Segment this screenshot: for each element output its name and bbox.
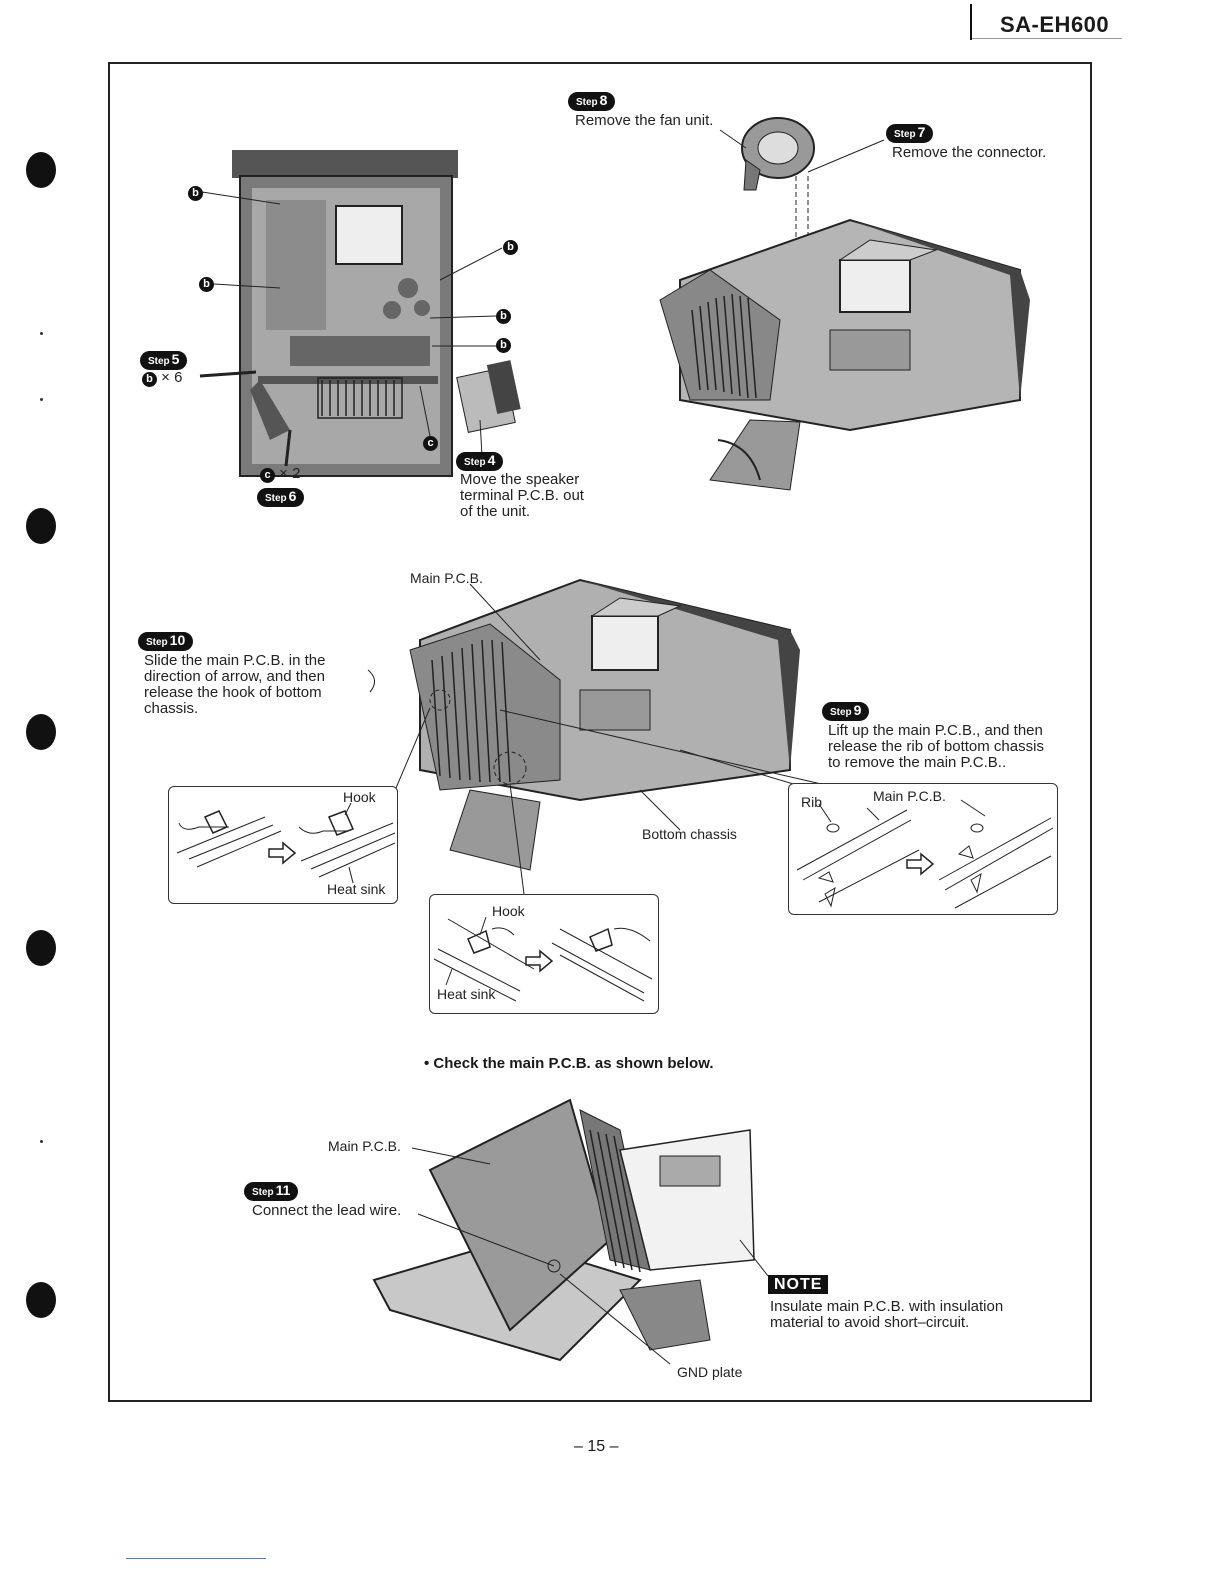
step9-text: Lift up the main P.C.B., and then releas… [828, 723, 1044, 771]
inset-right-mainpcb-label: Main P.C.B. [873, 788, 946, 804]
bottom-rule [126, 1558, 266, 1559]
inset-right-rib-label: Rib [801, 794, 823, 810]
check-instruction: • Check the main P.C.B. as shown below. [424, 1055, 714, 1072]
step5-qty: b × 6 [142, 370, 182, 387]
margin-dot [40, 332, 43, 335]
screw-b-badge: b [199, 277, 214, 292]
step4-text: Move the speaker terminal P.C.B. out of … [460, 472, 584, 520]
inset-rib-mainpcb-right: Rib Main P.C.B. [788, 783, 1058, 915]
inset-center-heatsink-label: Heat sink [437, 986, 496, 1002]
page-number: – 15 – [574, 1438, 619, 1455]
screw-b-badge: b [496, 309, 511, 324]
screw-b-badge: b [142, 372, 157, 387]
unit-middle-illustration [367, 578, 831, 895]
binder-hole [26, 714, 56, 750]
model-number: SA-EH600 [1000, 12, 1110, 37]
binder-hole [26, 152, 56, 188]
chassis-pcb-illustration [372, 1098, 769, 1365]
step10-line: direction of arrow, and then [144, 668, 325, 685]
step6-qty-text: × 2 [279, 465, 301, 482]
step9-line: to remove the main P.C.B.. [828, 754, 1007, 771]
screw-b-badge: b [496, 338, 511, 353]
note-tag: NOTE [768, 1275, 829, 1294]
step4-line: of the unit. [460, 503, 531, 520]
step10-text: Slide the main P.C.B. in the direction o… [144, 653, 326, 717]
inset-left-hook-label: Hook [343, 789, 376, 805]
step9-line: release the rib of bottom chassis [828, 738, 1044, 755]
step11-text: Connect the lead wire. [252, 1202, 402, 1219]
step7-text: Remove the connector. [892, 144, 1047, 161]
note-text: Insulate main P.C.B. with insulation mat… [770, 1299, 1003, 1331]
screw-c-badge: c [260, 468, 275, 483]
step10-line: Slide the main P.C.B. in the [144, 652, 326, 669]
header-divider [970, 4, 972, 40]
diagram-frame [108, 62, 1092, 1402]
inset-center-drawing [433, 916, 653, 1002]
step9-line: Lift up the main P.C.B., and then [828, 722, 1043, 739]
step10-line: release the hook of bottom [144, 684, 322, 701]
inset-hook-heatsink-left: Hook Heat sink [168, 786, 398, 904]
step6-qty: c × 2 [260, 466, 300, 483]
binder-hole [26, 508, 56, 544]
note-line: material to avoid short–circuit. [770, 1314, 970, 1331]
inset-left-drawing [176, 802, 396, 884]
binder-hole [26, 1282, 56, 1318]
header-underline [972, 38, 1122, 39]
step8-text: Remove the fan unit. [575, 112, 714, 129]
screw-c-badge: c [423, 436, 438, 451]
step4-line: terminal P.C.B. out [460, 487, 584, 504]
inset-hook-heatsink-center: Hook Heat sink [429, 894, 659, 1014]
bottom-chassis-label: Bottom chassis [642, 826, 737, 842]
gnd-plate-label: GND plate [677, 1364, 743, 1380]
inset-left-heatsink-label: Heat sink [327, 881, 386, 897]
margin-dot [40, 1140, 43, 1143]
step5-qty-text: × 6 [161, 369, 183, 386]
step10-line: chassis. [144, 700, 199, 717]
main-pcb-label-bottom: Main P.C.B. [328, 1138, 401, 1154]
note-callout: NOTE [768, 1275, 829, 1294]
unit-top-view-illustration [199, 150, 521, 477]
inset-center-hook-label: Hook [492, 903, 525, 919]
screw-b-badge: b [503, 240, 518, 255]
note-line: Insulate main P.C.B. with insulation [770, 1298, 1004, 1315]
margin-dot [40, 398, 43, 401]
binder-hole [26, 930, 56, 966]
unit-perspective-illustration [659, 117, 1030, 491]
inset-right-drawing [796, 799, 1054, 909]
step4-line: Move the speaker [460, 471, 580, 488]
main-pcb-label-middle: Main P.C.B. [410, 570, 483, 586]
screw-b-badge: b [188, 186, 203, 201]
